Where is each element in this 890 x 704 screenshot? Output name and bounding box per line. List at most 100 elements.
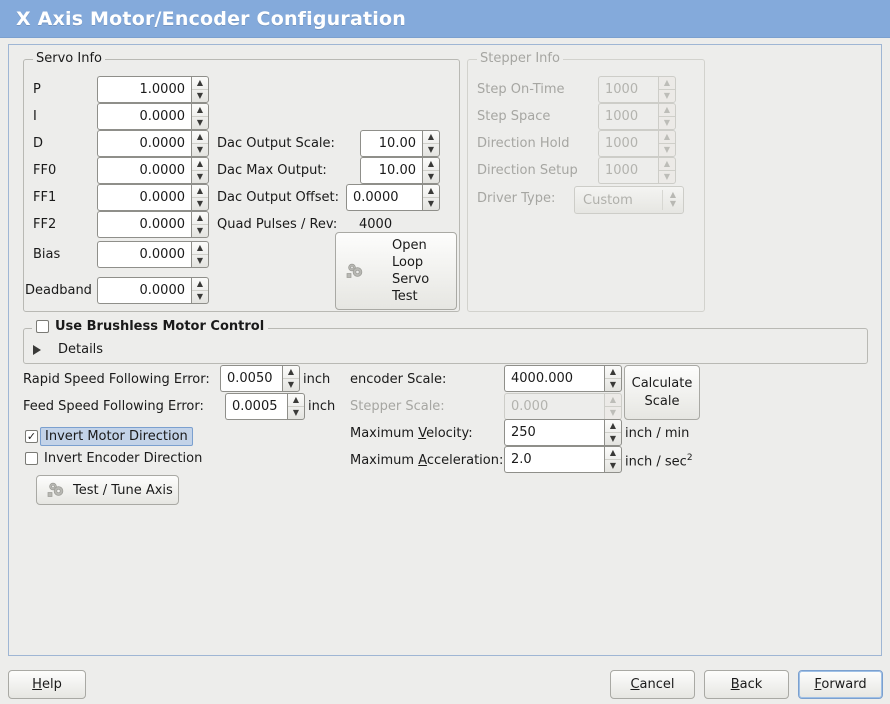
spinner-up-icon[interactable]: ▲ [196,213,204,222]
driver-type-label: Driver Type: [477,191,556,206]
servo-spin-p-buttons[interactable]: ▲ ▼ [191,76,209,103]
spinner-up-icon[interactable]: ▲ [287,367,295,376]
help-button[interactable]: Help [8,670,86,699]
servo-info-legend: Servo Info [33,51,105,66]
spinner-up-icon[interactable]: ▲ [427,186,435,195]
servo-value-ff2[interactable]: 0.0000 [97,211,191,238]
maximum-acceleration-spin[interactable]: 2.0 ▲ ▼ [504,446,622,473]
maximum-velocity-buttons[interactable]: ▲ ▼ [604,419,622,446]
dac-output-scale-value[interactable]: 10.00 [360,130,422,157]
spinner-up-icon[interactable]: ▲ [196,78,204,87]
feed-following-error-spin[interactable]: 0.0005 ▲ ▼ [225,393,305,420]
checkbox-box[interactable] [36,320,49,333]
dac-output-offset-buttons[interactable]: ▲ ▼ [422,184,440,211]
encoder-scale-buttons[interactable]: ▲ ▼ [604,365,622,392]
servo-spin-d-buttons[interactable]: ▲ ▼ [191,130,209,157]
dac-output-scale-spin[interactable]: 10.00 ▲ ▼ [360,130,440,157]
spinner-up-icon[interactable]: ▲ [609,448,617,457]
spinner-down-icon[interactable]: ▼ [423,143,439,156]
use-brushless-motor-control-checkbox[interactable]: Use Brushless Motor Control [32,319,269,334]
spinner-down-icon[interactable]: ▼ [192,89,208,102]
servo-value-ff1[interactable]: 0.0000 [97,184,191,211]
calculate-scale-button[interactable]: Calculate Scale [624,365,700,420]
dac-output-scale-label: Dac Output Scale: [217,136,335,151]
test-tune-axis-button[interactable]: Test / Tune Axis [36,475,179,505]
spinner-up-icon[interactable]: ▲ [196,243,204,252]
servo-spin-deadband-buttons[interactable]: ▲ ▼ [191,277,209,304]
spinner-down-icon[interactable]: ▼ [423,197,439,210]
forward-button[interactable]: Forward [798,670,883,699]
servo-value-i[interactable]: 0.0000 [97,103,191,130]
chevron-right-icon[interactable] [33,344,41,355]
checkbox-box[interactable] [25,452,38,465]
servo-spin-bias[interactable]: 0.0000 ▲ ▼ [97,241,209,268]
spinner-up-icon[interactable]: ▲ [609,367,617,376]
servo-spin-ff2[interactable]: 0.0000 ▲ ▼ [97,211,209,238]
spinner-down-icon[interactable]: ▼ [192,143,208,156]
details-expander[interactable]: Details [33,342,103,357]
spinner-down-icon[interactable]: ▼ [605,459,621,472]
feed-following-error-value[interactable]: 0.0005 [225,393,287,420]
servo-spin-ff2-buttons[interactable]: ▲ ▼ [191,211,209,238]
rapid-following-error-spin[interactable]: 0.0050 ▲ ▼ [220,365,300,392]
spinner-up-icon[interactable]: ▲ [427,132,435,141]
dac-output-scale-buttons[interactable]: ▲ ▼ [422,130,440,157]
servo-spin-deadband[interactable]: 0.0000 ▲ ▼ [97,277,209,304]
spinner-up-icon[interactable]: ▲ [196,105,204,114]
servo-value-deadband[interactable]: 0.0000 [97,277,191,304]
spinner-down-icon[interactable]: ▼ [423,170,439,183]
encoder-scale-spin[interactable]: 4000.000 ▲ ▼ [504,365,622,392]
spinner-down-icon[interactable]: ▼ [192,197,208,210]
invert-encoder-direction-checkbox[interactable]: Invert Encoder Direction [25,451,202,466]
servo-value-p[interactable]: 1.0000 [97,76,191,103]
checkbox-box[interactable]: ✓ [25,430,38,443]
rapid-following-error-buttons[interactable]: ▲ ▼ [282,365,300,392]
spinner-up-icon[interactable]: ▲ [196,159,204,168]
servo-spin-ff0-buttons[interactable]: ▲ ▼ [191,157,209,184]
maximum-acceleration-buttons[interactable]: ▲ ▼ [604,446,622,473]
dac-max-output-buttons[interactable]: ▲ ▼ [422,157,440,184]
spinner-down-icon[interactable]: ▼ [192,170,208,183]
direction-setup-buttons: ▲ ▼ [658,157,676,184]
feed-following-error-buttons[interactable]: ▲ ▼ [287,393,305,420]
servo-spin-ff1[interactable]: 0.0000 ▲ ▼ [97,184,209,211]
maximum-velocity-spin[interactable]: 250 ▲ ▼ [504,419,622,446]
spinner-down-icon[interactable]: ▼ [605,432,621,445]
spinner-down-icon[interactable]: ▼ [192,254,208,267]
spinner-up-icon[interactable]: ▲ [196,132,204,141]
spinner-down-icon[interactable]: ▼ [605,378,621,391]
dac-max-output-value[interactable]: 10.00 [360,157,422,184]
spinner-up-icon[interactable]: ▲ [196,279,204,288]
encoder-scale-value[interactable]: 4000.000 [504,365,604,392]
servo-spin-bias-buttons[interactable]: ▲ ▼ [191,241,209,268]
open-loop-servo-test-button[interactable]: Open Loop Servo Test [335,232,457,310]
servo-value-bias[interactable]: 0.0000 [97,241,191,268]
spinner-down-icon[interactable]: ▼ [192,116,208,129]
maximum-velocity-value[interactable]: 250 [504,419,604,446]
dac-output-offset-value[interactable]: 0.0000 [346,184,422,211]
servo-spin-ff1-buttons[interactable]: ▲ ▼ [191,184,209,211]
dac-max-output-spin[interactable]: 10.00 ▲ ▼ [360,157,440,184]
servo-value-d[interactable]: 0.0000 [97,130,191,157]
spinner-up-icon[interactable]: ▲ [196,186,204,195]
spinner-down-icon[interactable]: ▼ [283,378,299,391]
spinner-up-icon[interactable]: ▲ [427,159,435,168]
spinner-down-icon[interactable]: ▼ [192,224,208,237]
spinner-down-icon[interactable]: ▼ [288,406,304,419]
servo-spin-ff0[interactable]: 0.0000 ▲ ▼ [97,157,209,184]
driver-type-value: Custom [583,192,633,208]
spinner-up-icon[interactable]: ▲ [609,421,617,430]
dac-output-offset-spin[interactable]: 0.0000 ▲ ▼ [346,184,440,211]
servo-spin-i-buttons[interactable]: ▲ ▼ [191,103,209,130]
back-button[interactable]: Back [704,670,789,699]
spinner-down-icon[interactable]: ▼ [192,290,208,303]
rapid-following-error-value[interactable]: 0.0050 [220,365,282,392]
servo-spin-p[interactable]: 1.0000 ▲ ▼ [97,76,209,103]
servo-value-ff0[interactable]: 0.0000 [97,157,191,184]
maximum-acceleration-value[interactable]: 2.0 [504,446,604,473]
spinner-up-icon[interactable]: ▲ [292,395,300,404]
invert-motor-direction-checkbox[interactable]: ✓ Invert Motor Direction [25,427,193,446]
servo-spin-d[interactable]: 0.0000 ▲ ▼ [97,130,209,157]
servo-spin-i[interactable]: 0.0000 ▲ ▼ [97,103,209,130]
cancel-button[interactable]: Cancel [610,670,695,699]
